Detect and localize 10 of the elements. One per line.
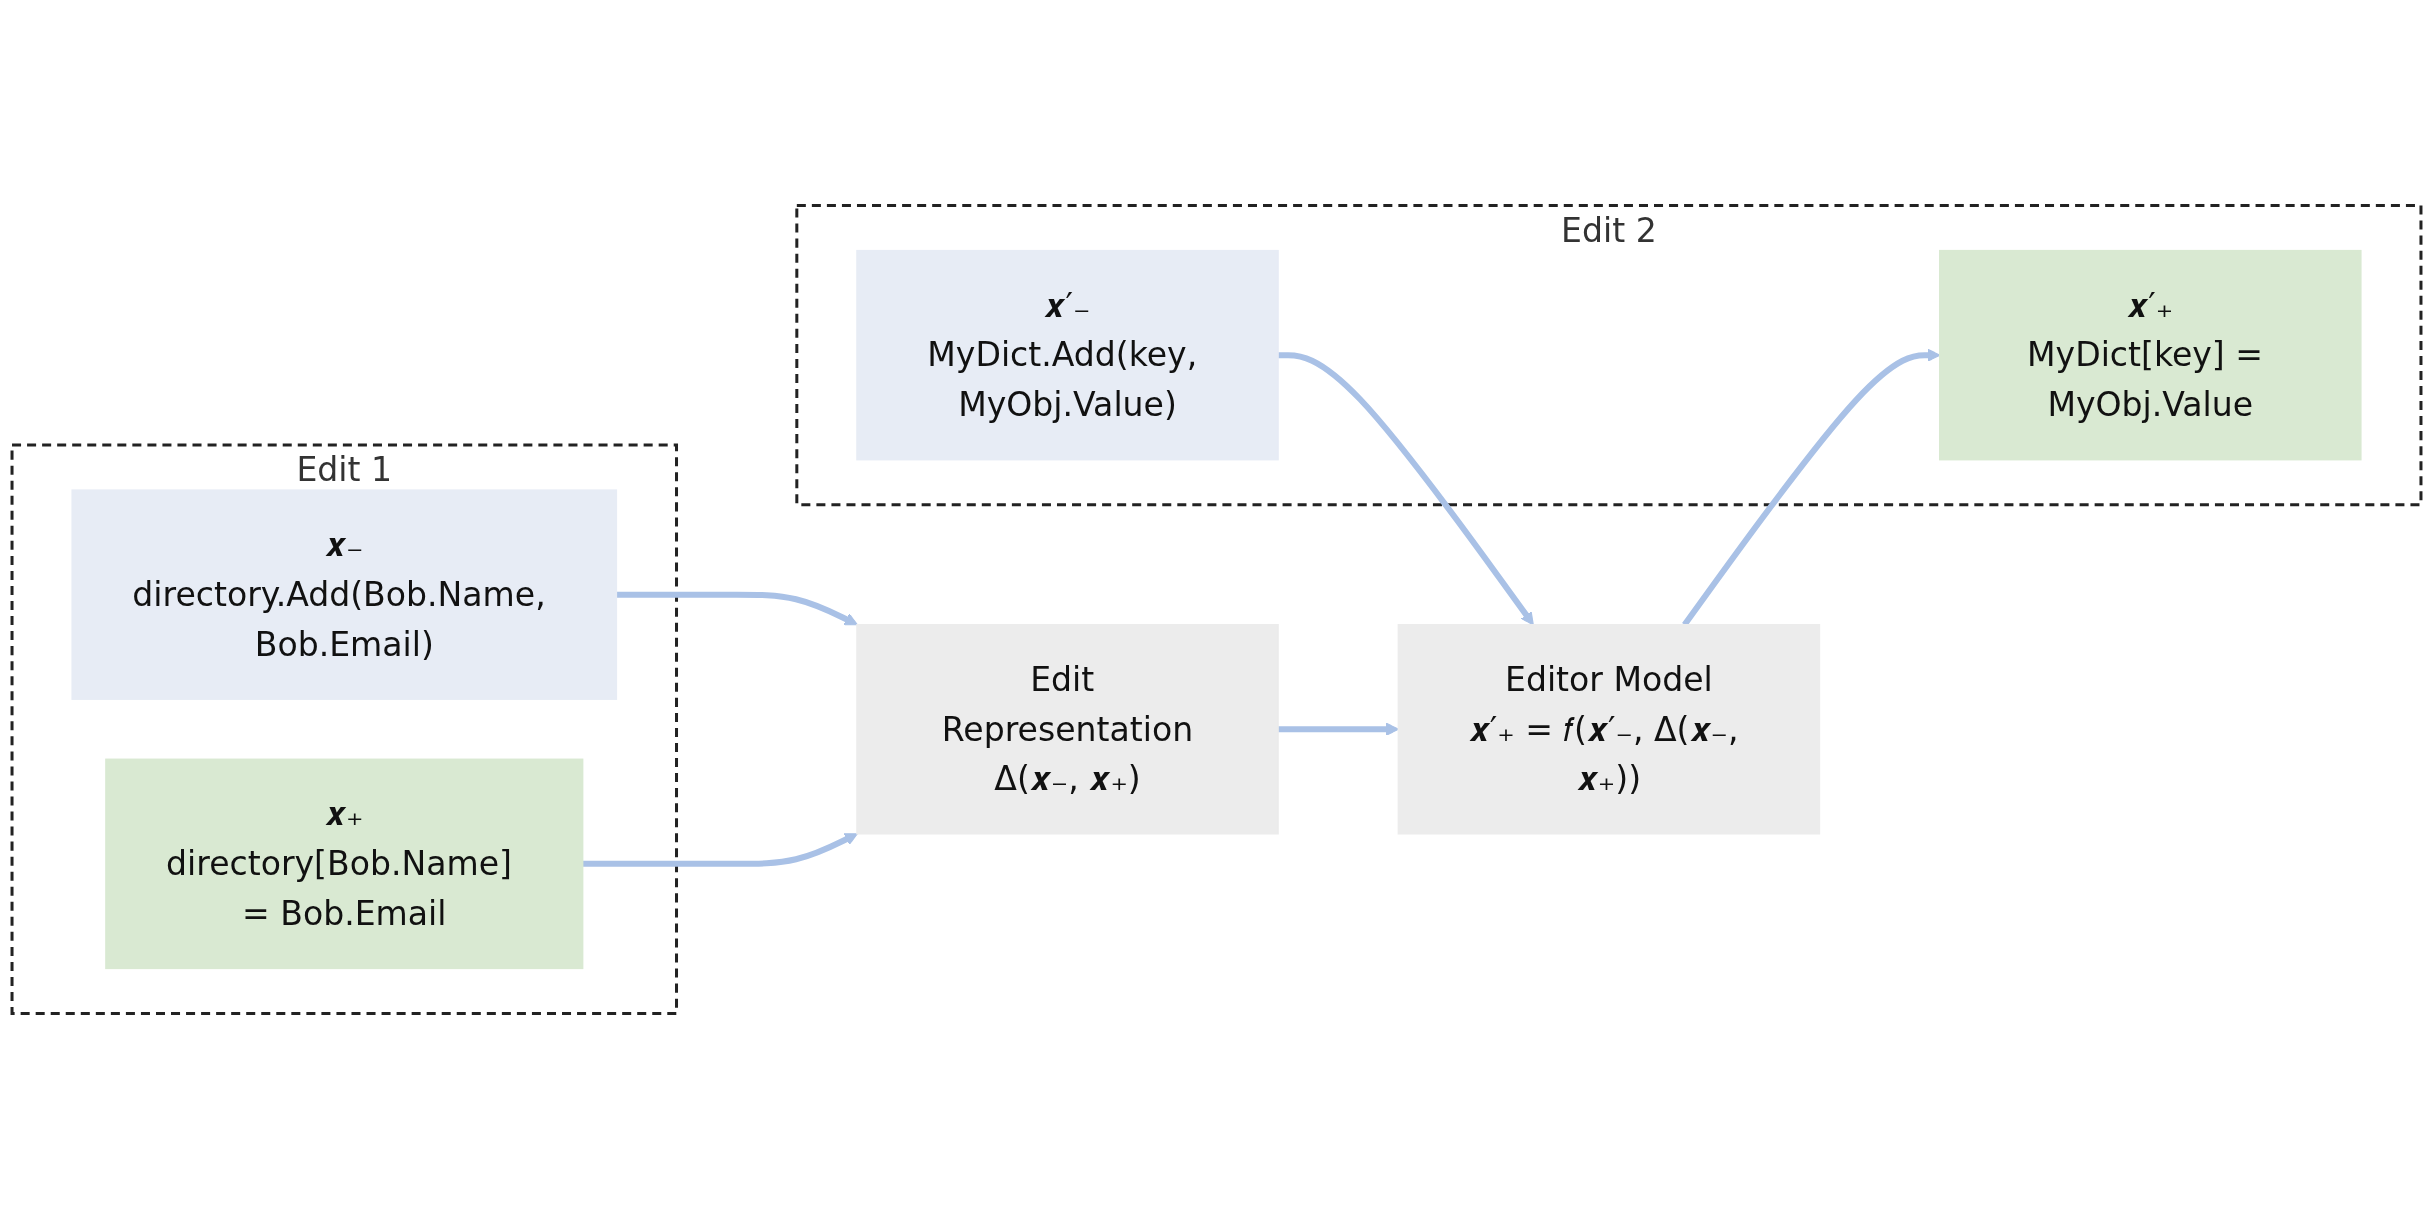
arrow: [1278, 722, 1399, 736]
node-box: 𝒙₋ directory.Add(Bob.Name, Bob.Email): [71, 489, 618, 700]
arrow: [616, 591, 858, 626]
node-box: 𝒙₊ directory[Bob.Name] = Bob.Email: [105, 758, 584, 970]
arrow: [1278, 352, 1534, 626]
node-box: Edit Representation Δ(𝒙₋, 𝒙₊): [856, 624, 1279, 835]
node-box: Editor Model 𝒙′₊ = 𝑓(𝒙′₋, Δ(𝒙₋, 𝒙₊)): [1397, 624, 1821, 835]
node-box: 𝒙′₊ MyDict[key] = MyObj.Value: [1939, 249, 2362, 461]
arrow: [582, 833, 858, 867]
node-box: 𝒙′₋ MyDict.Add(key, MyObj.Value): [856, 249, 1279, 461]
